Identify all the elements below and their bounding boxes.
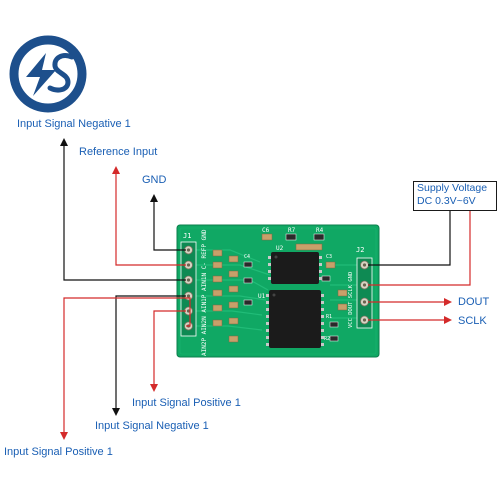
leader-lines [60, 138, 471, 440]
part-r1: R1 [326, 314, 332, 320]
supply-voltage-title: Supply Voltage [417, 182, 488, 194]
j2-pin-labels: VCC DOUT SCLK GND [348, 272, 354, 328]
j1-pin-labels: AIN2P AIN2N AIN1P AIN1N C- REFP GND [201, 229, 208, 356]
label-input-neg-top: Input Signal Negative 1 [17, 118, 131, 130]
arrow-gnd [150, 194, 186, 251]
arrow-supply [368, 211, 451, 266]
j2-label: J2 [356, 246, 364, 254]
is-logo-icon [9, 35, 87, 113]
supply-voltage-range: DC 0.3V~6V [417, 195, 476, 207]
j1-header [180, 241, 197, 337]
ic-u2 [268, 252, 322, 284]
j2-header [356, 257, 373, 329]
label-input-pos-mid: Input Signal Positive 1 [132, 397, 241, 409]
arrow-input-pos-bottom [60, 297, 191, 440]
supply-voltage-box: Supply Voltage DC 0.3V~6V [413, 181, 497, 211]
arrow-input-neg-top [60, 138, 186, 281]
label-gnd: GND [142, 174, 167, 186]
part-r2: R2 [324, 336, 330, 342]
label-sclk: SCLK [458, 315, 487, 327]
arrow-input-pos-mid [150, 310, 186, 392]
ic-u1 [266, 290, 324, 348]
hx711-module-board: AIN2P AIN2N AIN1P AIN1N C- REFP GND VCC … [176, 224, 380, 358]
j1-label: J1 [183, 232, 191, 240]
part-c6: C6 [262, 227, 270, 234]
label-input-pos-bottom: Input Signal Positive 1 [4, 446, 113, 458]
arrow-reference-input [112, 166, 186, 266]
arrow-input-neg-bottom [112, 295, 186, 416]
part-r4: R4 [316, 227, 324, 234]
passive-components [212, 249, 348, 343]
label-reference-input: Reference Input [79, 146, 158, 158]
part-u2: U2 [276, 245, 284, 252]
part-c3: C3 [326, 254, 332, 260]
label-input-neg-bottom: Input Signal Negative 1 [95, 420, 209, 432]
part-u1: U1 [258, 293, 266, 300]
part-r7: R7 [288, 227, 296, 234]
part-c4: C4 [244, 254, 250, 260]
top-smd-parts [261, 233, 325, 251]
label-dout: DOUT [458, 296, 490, 308]
